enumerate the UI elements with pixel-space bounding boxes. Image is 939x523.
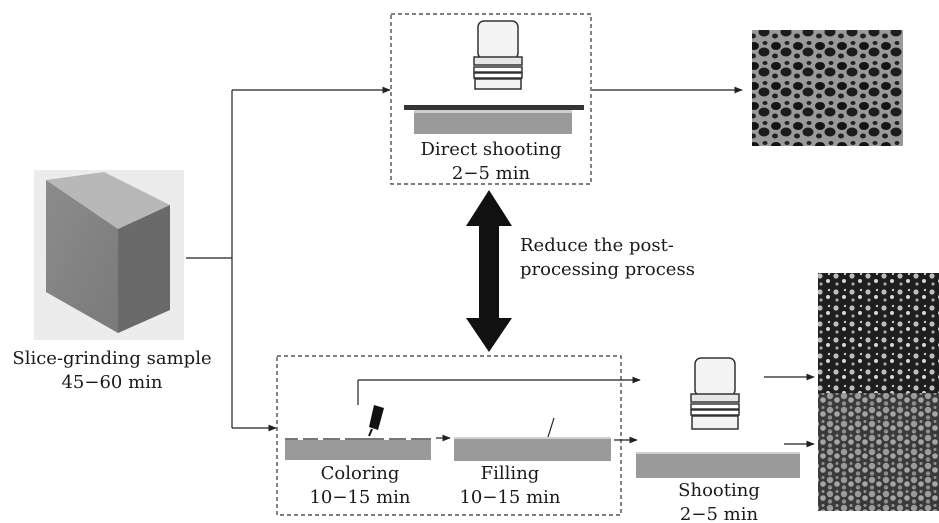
camera-icon [690,357,740,430]
shooting-label: Shooting [678,480,760,501]
direct-shooting-time: 2−5 min [452,163,531,184]
coloring-filling-box [276,355,622,516]
reduce-note-line2: processing process [520,259,695,280]
direct-shooting-label: Direct shooting [420,139,561,160]
coloring-time: 10−15 min [309,487,410,508]
coloring-plate [285,436,431,460]
bypass-connector [357,376,641,405]
branch-connector [186,86,391,432]
coloring-label: Coloring [321,463,400,484]
sample-block-icon [34,170,184,340]
filling-label: Filling [481,463,540,484]
specimen-plate [404,105,584,134]
bottom-micrograph [818,273,939,511]
top-micrograph [752,30,903,146]
sample-time-label: 45−60 min [61,372,162,393]
shooting-time: 2−5 min [680,504,759,523]
marker-pen-icon [368,405,384,437]
shooting-plate [636,452,800,478]
sample-name-label: Slice-grinding sample [12,348,211,369]
reduce-note-line1: Reduce the post- [520,235,674,256]
direct-shooting-box [390,13,592,185]
camera-icon [473,20,523,90]
filling-plate [454,417,611,461]
double-arrow [466,190,512,352]
arrows-to-bottom-image [764,373,815,448]
filling-time: 10−15 min [459,487,560,508]
